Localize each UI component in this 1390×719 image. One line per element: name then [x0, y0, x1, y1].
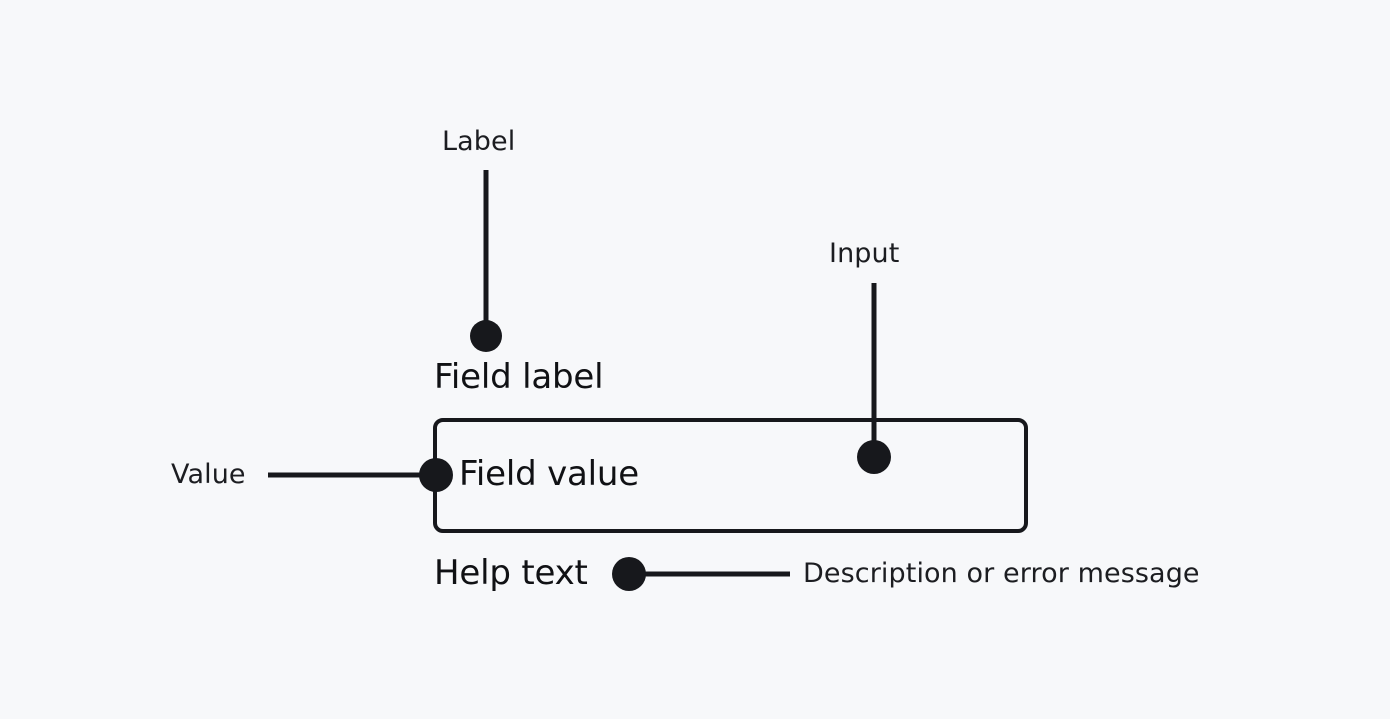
- annotation-label-label: Label: [442, 126, 516, 157]
- input-anchor-dot: [857, 440, 891, 474]
- field-value[interactable]: Field value: [459, 454, 639, 494]
- field-help-text: Help text: [434, 553, 588, 593]
- annotation-input-label: Input: [829, 238, 900, 269]
- label-anchor-dot: [470, 320, 502, 352]
- field-label: Field label: [434, 357, 604, 397]
- annotation-value-label: Value: [171, 459, 246, 490]
- annotation-description-label: Description or error message: [803, 558, 1200, 589]
- value-anchor-dot: [419, 458, 453, 492]
- help-anchor-dot: [612, 557, 646, 591]
